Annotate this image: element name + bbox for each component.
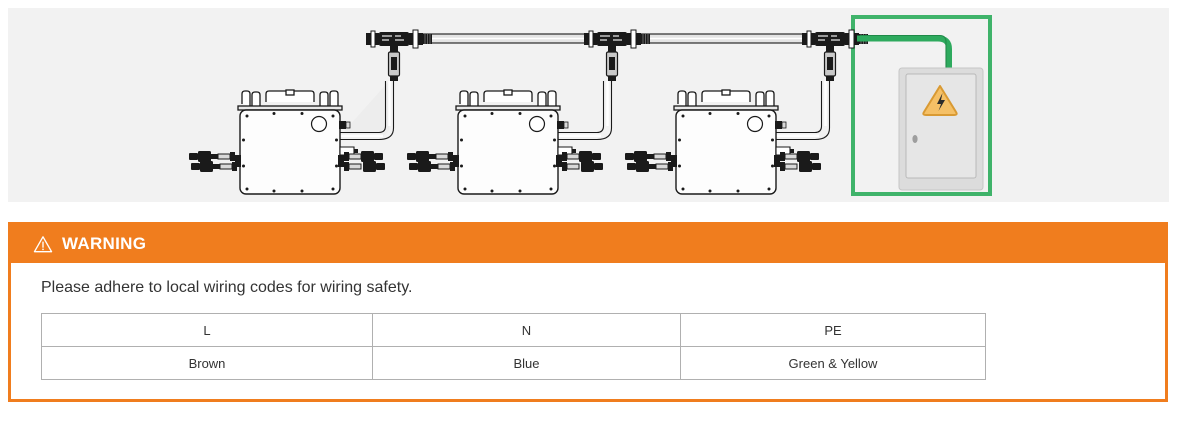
dc-mc4-connector	[624, 150, 678, 173]
dc-mc4-connector	[406, 150, 460, 173]
microinverter	[406, 89, 604, 195]
dc-mc4-connector	[337, 150, 386, 173]
wire-color-table: L N PE Brown Blue Green & Yellow	[41, 313, 986, 380]
ac-output-cable	[857, 34, 952, 83]
table-cell: Brown	[41, 346, 373, 380]
table-header-cell: L	[41, 313, 373, 347]
wiring-diagram-panel	[8, 8, 1169, 202]
microinverter	[188, 89, 386, 195]
table-row: Brown Blue Green & Yellow	[41, 346, 986, 380]
drop-cable	[558, 81, 613, 141]
wiring-diagram-svg	[188, 15, 992, 196]
warning-triangle-icon	[33, 236, 53, 253]
t-branch-connector	[583, 29, 651, 82]
table-cell: Blue	[372, 346, 681, 380]
dc-mc4-connector	[555, 150, 604, 173]
microinverter	[624, 89, 822, 195]
warning-header: WARNING	[11, 225, 1165, 263]
dc-mc4-connector	[188, 150, 242, 173]
table-header-row: L N PE	[41, 313, 986, 347]
table-header-cell: N	[372, 313, 681, 347]
warning-body: Please adhere to local wiring codes for …	[11, 263, 1165, 380]
drop-cable	[340, 81, 395, 141]
t-branch-connector	[365, 29, 433, 82]
warning-message: Please adhere to local wiring codes for …	[41, 279, 413, 296]
ac-distribution-box-highlight	[851, 15, 992, 196]
drop-cable	[776, 81, 831, 141]
warning-callout: WARNING Please adhere to local wiring co…	[8, 222, 1168, 402]
table-header-cell: PE	[680, 313, 986, 347]
dc-mc4-connector	[773, 150, 822, 173]
electrical-hazard-icon	[922, 85, 958, 116]
warning-title: WARNING	[62, 234, 147, 253]
table-cell: Green & Yellow	[680, 346, 986, 380]
ac-distribution-box	[898, 67, 984, 191]
